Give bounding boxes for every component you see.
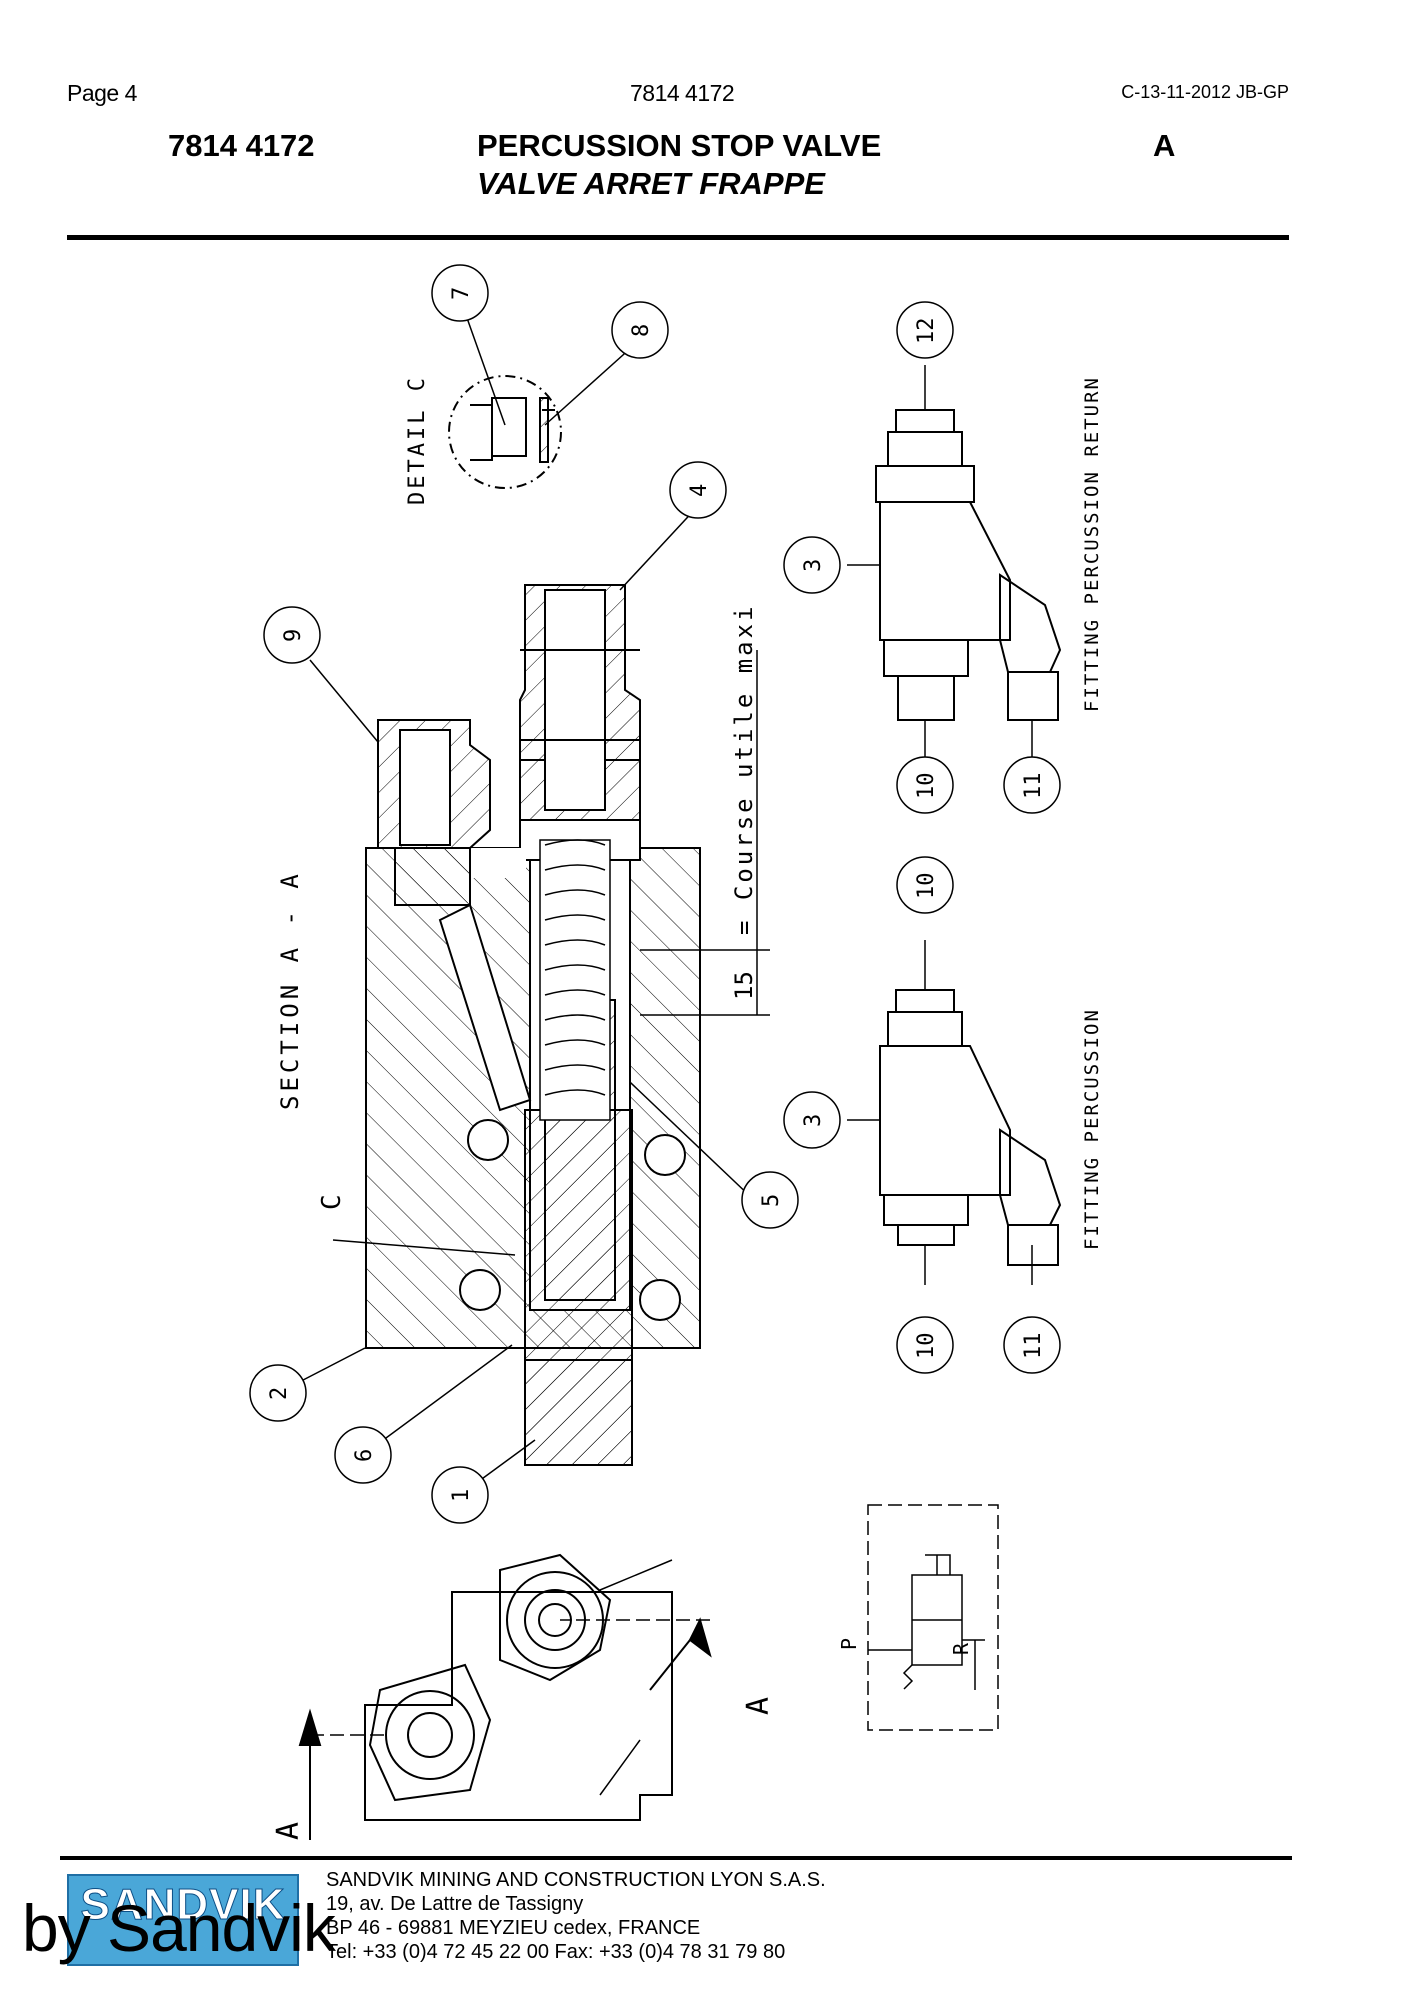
balloon-label: 12 [914, 318, 939, 345]
address-line-1: 19, av. De Lattre de Tassigny [326, 1893, 584, 1915]
balloon-label: 4 [687, 484, 712, 497]
balloon-label: 10 [914, 773, 939, 800]
spring [539, 839, 611, 1121]
balloon-8: 8 [611, 301, 669, 359]
fitting-9 [377, 719, 491, 906]
revision-info: C-13-11-2012 JB-GP [1121, 82, 1289, 102]
balloon-label: 1 [449, 1489, 474, 1502]
section-marker-left: A [271, 1822, 306, 1840]
balloon-1: 1 [431, 1466, 489, 1524]
section-label: SECTION A - A [276, 870, 304, 1110]
fitting-percussion-return [875, 409, 1062, 721]
header-divider [67, 235, 1289, 240]
balloon-label: 11 [1021, 1333, 1046, 1360]
revision-letter: A [1153, 128, 1176, 163]
detail-marker: C [317, 1194, 347, 1210]
balloon-2: 2 [249, 1364, 307, 1422]
balloon-label: 3 [801, 1114, 826, 1127]
stroke-label: = Course utile maxi [730, 603, 758, 935]
company-name: SANDVIK MINING AND CONSTRUCTION LYON S.A… [326, 1869, 826, 1891]
balloon-5: 5 [741, 1171, 799, 1229]
part-number: 7814 4172 [168, 128, 315, 163]
balloon-6: 6 [334, 1426, 392, 1484]
balloon-11: 11 [1003, 1316, 1061, 1374]
balloon-label: 7 [449, 287, 474, 300]
phone-fax: Tel: +33 (0)4 72 45 22 00 Fax: +33 (0)4 … [326, 1941, 786, 1963]
stroke-dimension [640, 650, 770, 1016]
detail-c-view [448, 375, 562, 489]
logo-text: SANDVIK [80, 1880, 286, 1930]
fitting-4 [519, 584, 641, 821]
detail-c-label: DETAIL C [405, 375, 430, 505]
balloon-10: 10 [896, 1316, 954, 1374]
balloon-label: 3 [801, 559, 826, 572]
balloon-10: 10 [896, 756, 954, 814]
sandvik-logo: SANDVIK [67, 1874, 299, 1966]
footer-divider [60, 1856, 1292, 1860]
balloon-7: 7 [431, 264, 489, 322]
port-p: P [837, 1638, 861, 1650]
balloon-label: 9 [281, 629, 306, 642]
fitting-percussion [879, 989, 1062, 1266]
plan-view [298, 1553, 712, 1840]
balloon-3: 3 [783, 536, 841, 594]
title-english: PERCUSSION STOP VALVE [477, 128, 882, 163]
hydraulic-symbol [867, 1504, 999, 1731]
balloon-label: 8 [629, 324, 654, 337]
fitting-return-label: FITTING PERCUSSION RETURN [1081, 376, 1103, 712]
balloon-3: 3 [783, 1091, 841, 1149]
balloon-11: 11 [1003, 756, 1061, 814]
balloon-10: 10 [896, 856, 954, 914]
fitting-label: FITTING PERCUSSION [1081, 1008, 1103, 1250]
balloon-label: 6 [352, 1449, 377, 1462]
balloon-label: 5 [759, 1194, 784, 1207]
title-french: VALVE ARRET FRAPPE [477, 166, 825, 201]
section-marker-right: A [741, 1697, 776, 1715]
document-number: 7814 4172 [630, 80, 735, 106]
valve-body-section [365, 759, 701, 1466]
balloon-12: 12 [896, 301, 954, 359]
port-r: R [949, 1642, 973, 1655]
balloon-label: 11 [1021, 773, 1046, 800]
stroke-value: 15 [730, 971, 758, 1000]
address-line-2: BP 46 - 69881 MEYZIEU cedex, FRANCE [326, 1917, 701, 1939]
balloon-label: 2 [267, 1387, 292, 1400]
page-label: Page 4 [67, 80, 137, 106]
balloon-4: 4 [669, 461, 727, 519]
balloon-label: 10 [914, 873, 939, 900]
balloon-label: 10 [914, 1333, 939, 1360]
watermark: by Sandvik [22, 1891, 336, 1965]
balloon-9: 9 [263, 606, 321, 664]
